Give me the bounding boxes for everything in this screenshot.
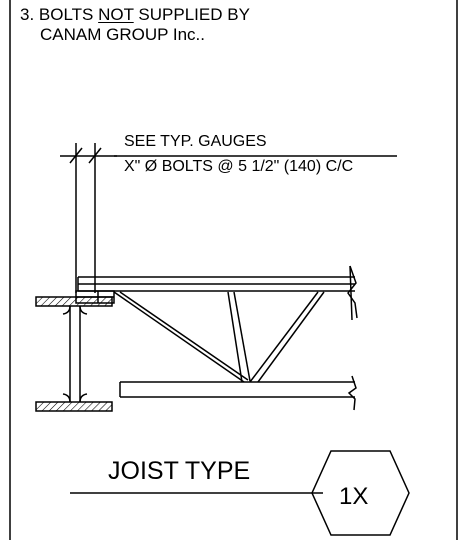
callout-bolts-label: X" Ø BOLTS @ 5 1/2" (140) C/C [124,158,354,175]
note-line-2: CANAM GROUP Inc.. [40,25,205,44]
joist-web-members [113,291,325,383]
joist-type-title: JOIST TYPE [108,457,251,485]
support-beam [35,296,113,412]
note-emphasis: NOT [98,5,134,24]
top-chord-end-stroke [349,265,353,321]
joist-top-chord [77,276,355,292]
note-3: 3. BOLTS NOT SUPPLIED BY [20,5,250,25]
callout-leader [60,143,397,293]
top-chord-break-line [347,265,358,319]
beam-top-flange-hatch [35,296,113,307]
bottom-chord-break-line [347,375,357,411]
callout-gauges-label: SEE TYP. GAUGES [124,133,267,150]
beam-web [69,306,81,402]
beam-bottom-flange-hatch [35,401,113,412]
note-line-1-start: BOLTS [38,5,99,24]
note-line-1-end: SUPPLIED BY [133,5,250,24]
note-line-1: BOLTS NOT SUPPLIED BY [39,5,250,24]
type-tag-hexagon [311,450,410,536]
title-block [70,450,410,536]
joist-type-tag: 1X [339,483,369,510]
note-number: 3. [20,5,35,24]
joist-bottom-chord [119,381,355,398]
